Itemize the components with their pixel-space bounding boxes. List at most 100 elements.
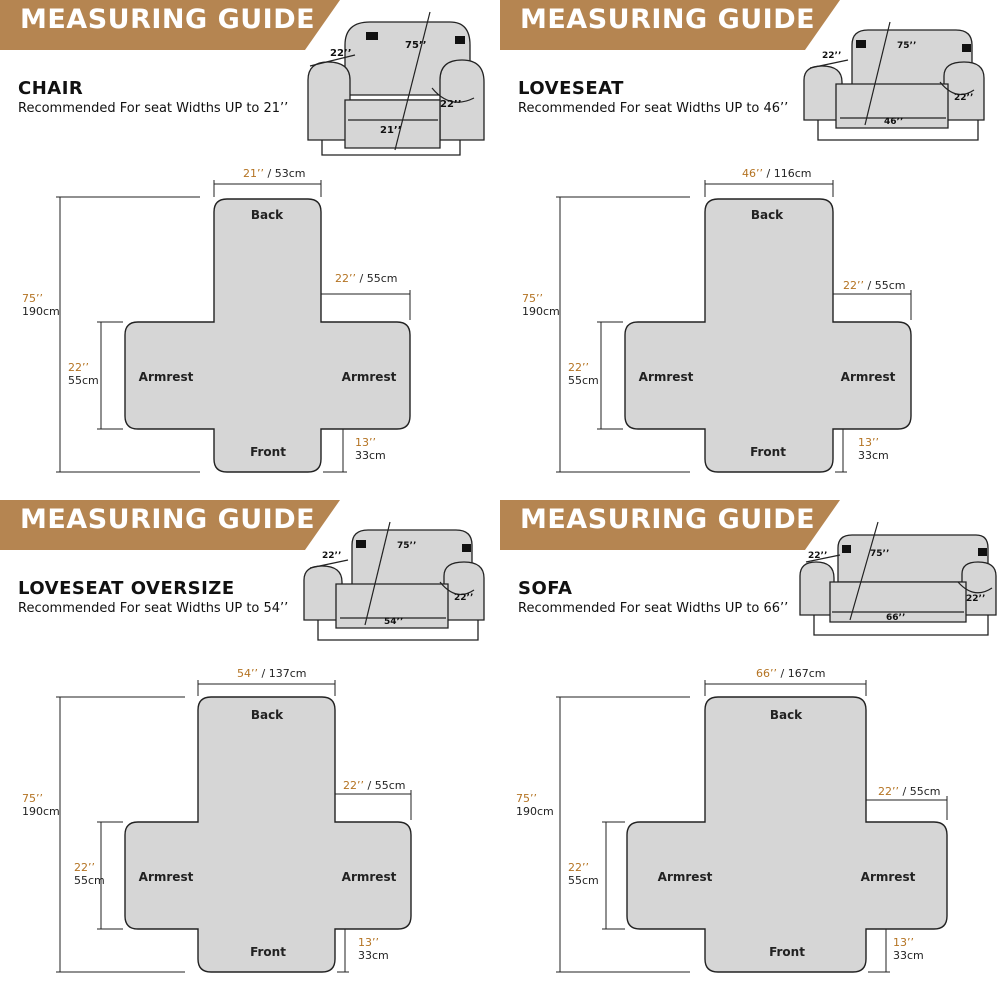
width-label: 66’’ / 167cm <box>756 667 825 680</box>
arm-length-label: 22’’ / 55cm <box>335 272 397 285</box>
product-subtitle: Recommended For seat Widths UP to 46’’ <box>518 101 789 116</box>
sofa-label-side: 22’’ <box>322 551 341 561</box>
arm-width-label: 22’’55cm <box>568 361 599 387</box>
product-subtitle: Recommended For seat Widths UP to 66’’ <box>518 601 789 616</box>
banner-title: MEASURING GUIDE <box>520 504 816 535</box>
banner-title: MEASURING GUIDE <box>20 504 316 535</box>
height-inches: 75’’ <box>22 292 43 305</box>
arm-width-cm: 55cm <box>568 874 599 887</box>
arm-width-inches: 22’’ <box>568 361 589 374</box>
arm-length-inches: 22’’ <box>343 779 364 792</box>
banner-title: MEASURING GUIDE <box>20 4 316 35</box>
loveseat-oversize-illustration: 22’’ 75’’ 54’’ 22’’ <box>303 521 485 641</box>
back-label: Back <box>750 208 784 222</box>
width-label: 54’’ / 137cm <box>237 667 306 680</box>
guide-panel-loveseat: MEASURING GUIDE LOVESEAT Recommended For… <box>500 0 999 488</box>
height-label: 75’’190cm <box>516 792 554 818</box>
sofa-label-seat: 46’’ <box>884 117 903 127</box>
front-flap-inches: 13’’ <box>358 936 379 949</box>
left-armrest-label: Armrest <box>138 370 194 384</box>
sofa-label-back: 75’’ <box>870 549 889 559</box>
cover-diagram <box>556 680 948 973</box>
left-armrest-label: Armrest <box>657 870 713 884</box>
product-title: LOVESEAT <box>518 78 624 99</box>
arm-width-cm: 55cm <box>568 374 599 387</box>
width-cm: / 167cm <box>777 667 826 680</box>
front-flap-inches: 13’’ <box>893 936 914 949</box>
height-cm: 190cm <box>22 805 60 818</box>
product-title: LOVESEAT OVERSIZE <box>18 578 235 599</box>
right-armrest-label: Armrest <box>341 870 397 884</box>
sofa-label-arm: 22’’ <box>966 594 985 604</box>
height-label: 75’’190cm <box>22 292 60 318</box>
cover-diagram <box>556 180 912 473</box>
front-flap-cm: 33cm <box>893 949 924 962</box>
sofa-label-back: 75’’ <box>397 541 416 551</box>
left-armrest-label: Armrest <box>138 870 194 884</box>
right-armrest-label: Armrest <box>840 370 896 384</box>
arm-length-cm: / 55cm <box>864 279 906 292</box>
front-flap-label: 13’’33cm <box>355 436 386 462</box>
banner-title: MEASURING GUIDE <box>520 4 816 35</box>
sofa-illustration: 22’’ 75’’ 66’’ 22’’ <box>799 521 997 636</box>
front-flap-cm: 33cm <box>358 949 389 962</box>
arm-width-label: 22’’55cm <box>74 861 105 887</box>
width-label: 46’’ / 116cm <box>742 167 811 180</box>
banner-background <box>500 0 840 50</box>
sofa-label-seat: 54’’ <box>384 617 403 627</box>
sofa-label-side: 22’’ <box>330 48 352 59</box>
sofa-label-arm: 22’’ <box>440 99 462 110</box>
front-label: Front <box>250 445 286 459</box>
height-cm: 190cm <box>516 805 554 818</box>
sofa-label-back: 75’’ <box>897 41 916 51</box>
arm-width-label: 22’’55cm <box>68 361 99 387</box>
sofa-label-arm: 22’’ <box>954 93 973 103</box>
sofa-label-back: 75’’ <box>405 40 427 51</box>
product-title: SOFA <box>518 578 573 599</box>
front-flap-inches: 13’’ <box>355 436 376 449</box>
arm-width-cm: 55cm <box>74 874 105 887</box>
arm-length-cm: / 55cm <box>356 272 398 285</box>
banner: MEASURING GUIDE <box>0 500 340 550</box>
front-flap-label: 13’’33cm <box>358 936 389 962</box>
right-armrest-label: Armrest <box>860 870 916 884</box>
width-cm: / 53cm <box>264 167 306 180</box>
banner-background <box>0 500 340 550</box>
guide-panel-chair: MEASURING GUIDE CHAIR Recommended For se… <box>0 0 499 488</box>
width-inches: 21’’ <box>243 167 264 180</box>
height-label: 75’’190cm <box>522 292 560 318</box>
cover-shape <box>124 696 412 973</box>
width-inches: 54’’ <box>237 667 258 680</box>
left-armrest-label: Armrest <box>638 370 694 384</box>
front-label: Front <box>750 445 786 459</box>
width-label: 21’’ / 53cm <box>243 167 305 180</box>
product-subtitle: Recommended For seat Widths UP to 21’’ <box>18 101 289 116</box>
front-label: Front <box>250 945 286 959</box>
guide-panel-sofa: MEASURING GUIDE SOFA Recommended For sea… <box>500 500 999 988</box>
arm-length-label: 22’’ / 55cm <box>843 279 905 292</box>
banner-background <box>500 500 840 550</box>
guide-panel-loveseat-oversize: MEASURING GUIDE LOVESEAT OVERSIZE Recomm… <box>0 500 499 988</box>
back-label: Back <box>250 708 284 722</box>
front-flap-label: 13’’33cm <box>858 436 889 462</box>
sofa-label-arm: 22’’ <box>454 593 473 603</box>
arm-width-inches: 22’’ <box>68 361 89 374</box>
cover-diagram <box>56 680 412 973</box>
cover-diagram <box>56 180 411 473</box>
arm-width-label: 22’’55cm <box>568 861 599 887</box>
arm-length-label: 22’’ / 55cm <box>878 785 940 798</box>
cover-shape <box>624 198 912 473</box>
product-subtitle: Recommended For seat Widths UP to 54’’ <box>18 601 289 616</box>
back-label: Back <box>769 708 803 722</box>
width-cm: / 116cm <box>763 167 812 180</box>
height-inches: 75’’ <box>522 292 543 305</box>
chair-illustration: 22’’ 75’’ 21’’ 22’’ <box>307 11 485 156</box>
product-title: CHAIR <box>18 78 84 99</box>
banner: MEASURING GUIDE <box>500 500 840 550</box>
arm-length-label: 22’’ / 55cm <box>343 779 405 792</box>
height-inches: 75’’ <box>22 792 43 805</box>
height-cm: 190cm <box>522 305 560 318</box>
right-armrest-label: Armrest <box>341 370 397 384</box>
height-cm: 190cm <box>22 305 60 318</box>
front-flap-cm: 33cm <box>858 449 889 462</box>
